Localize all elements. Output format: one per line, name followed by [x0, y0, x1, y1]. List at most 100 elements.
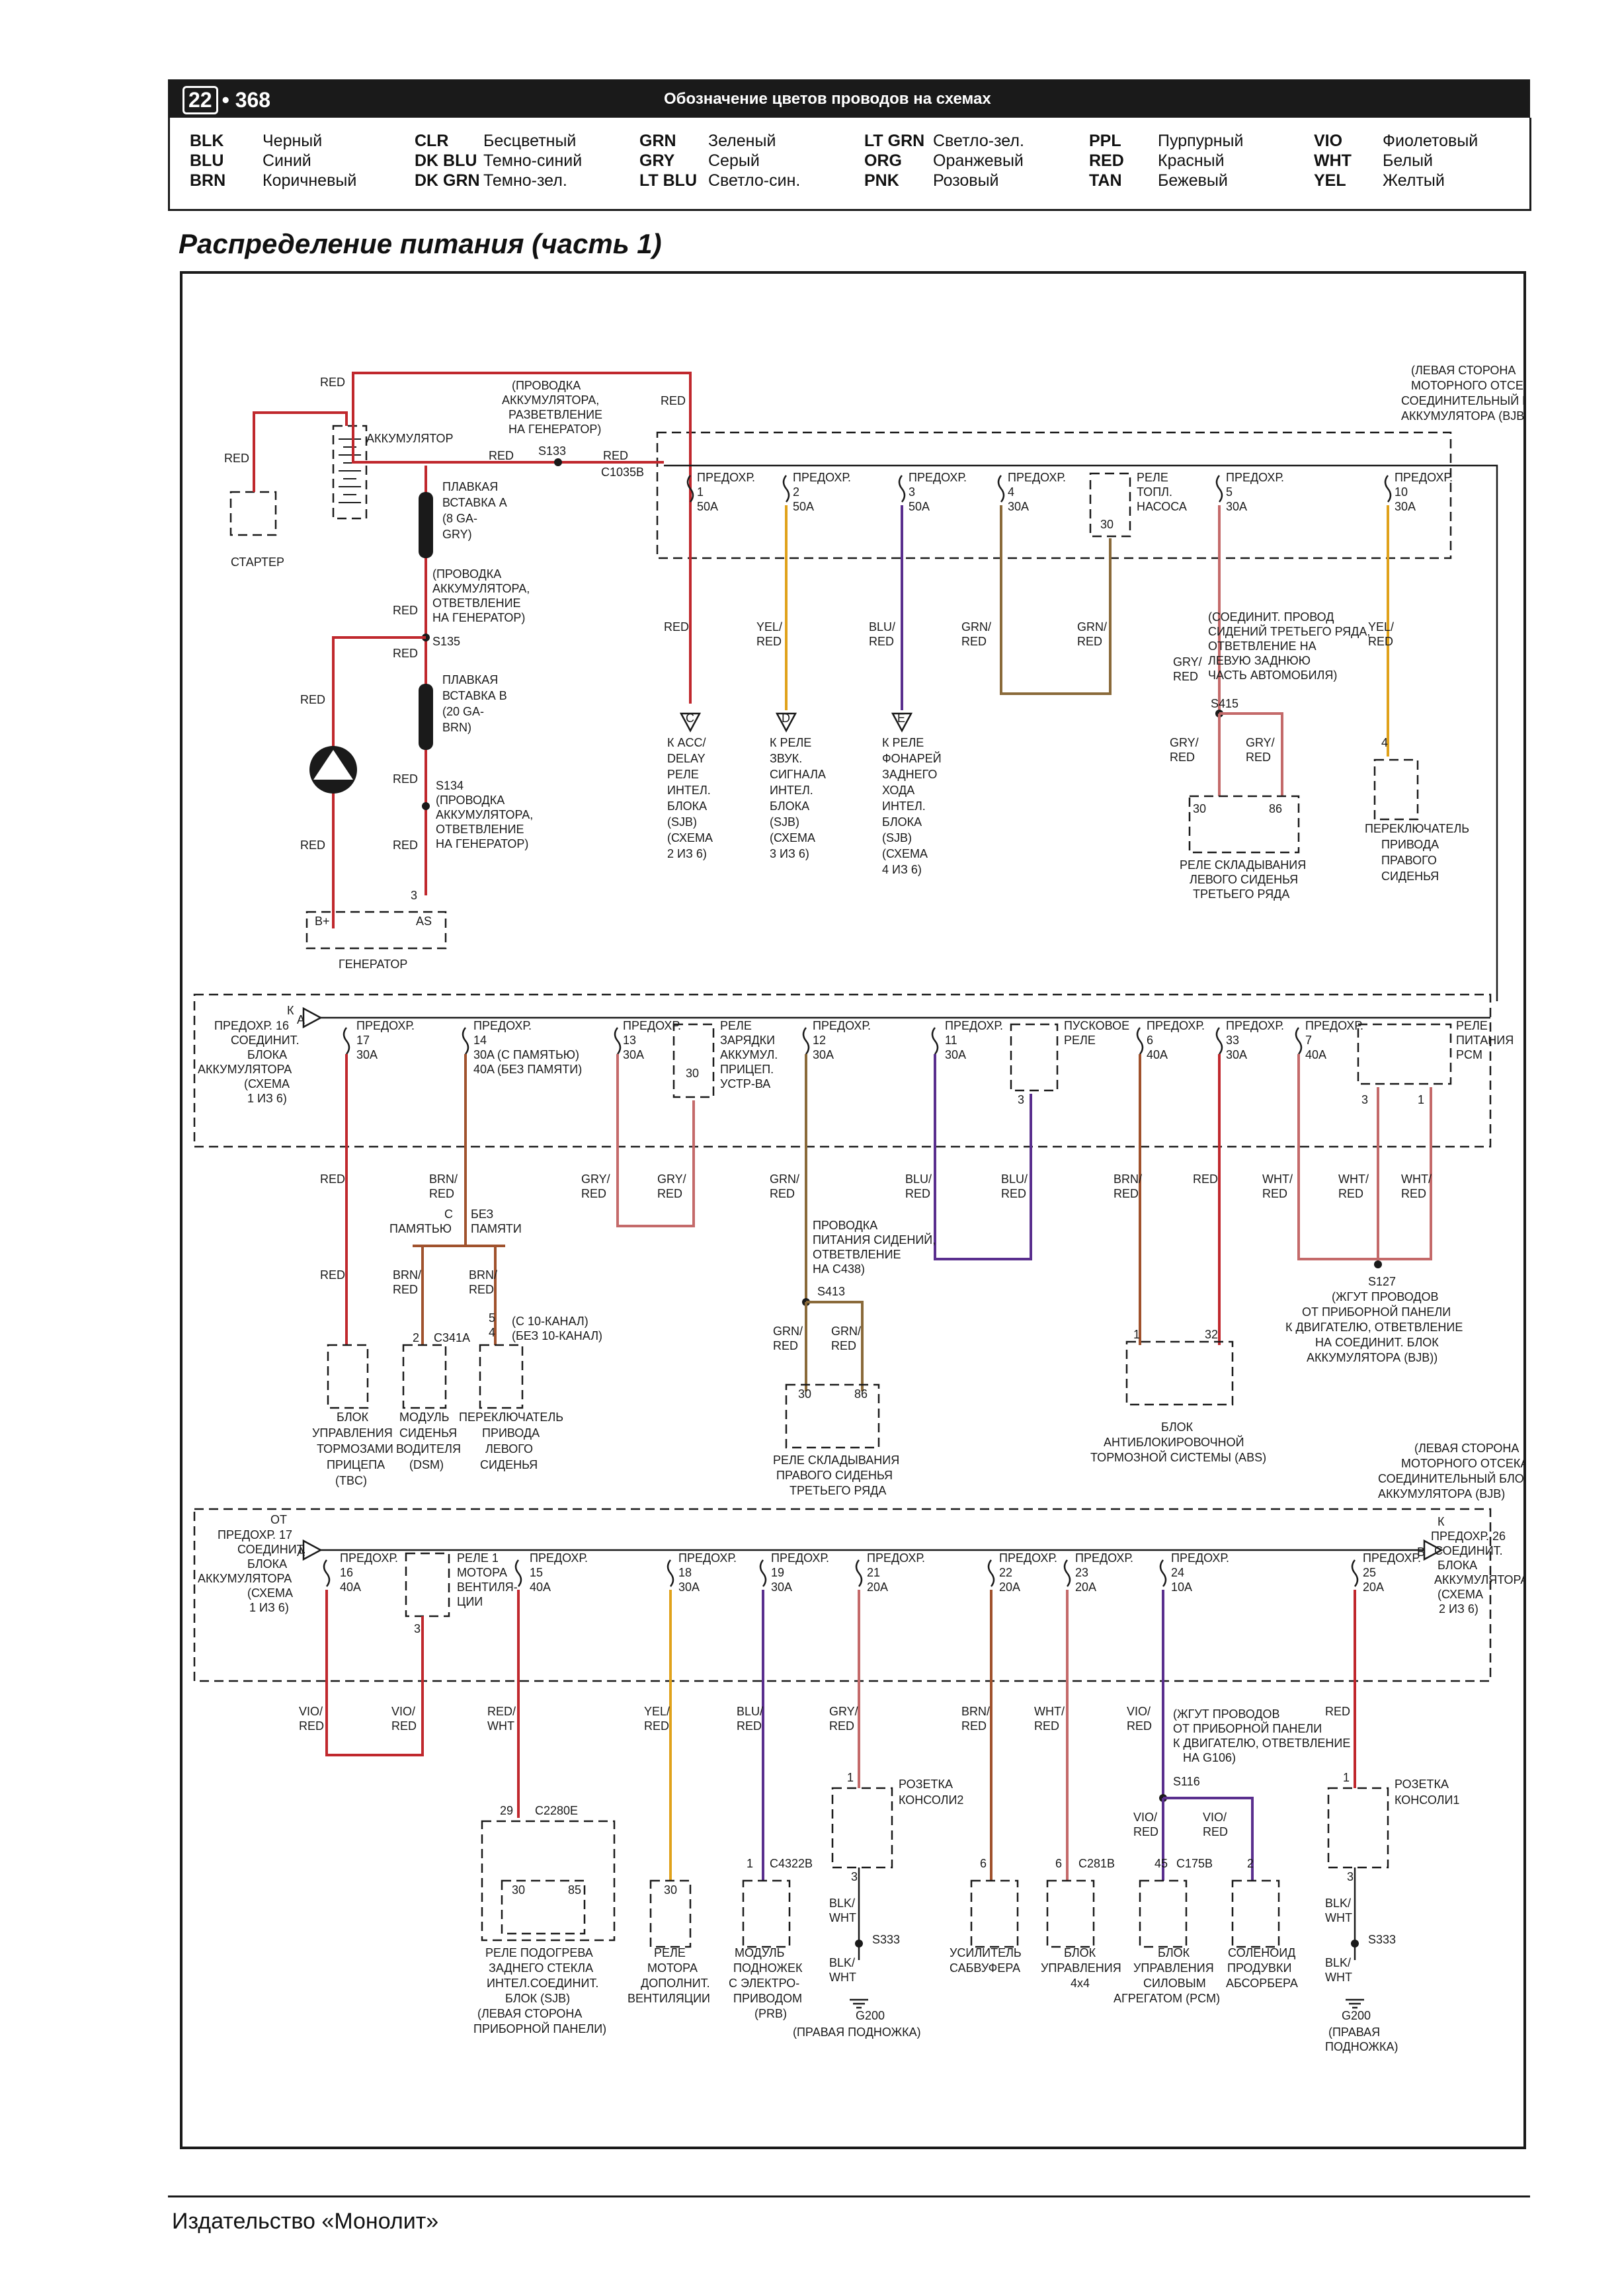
diagram-label: ПРЕДОХР.	[1226, 1019, 1284, 1032]
diagram-label: АНТИБЛОКИРОВОЧНОЙ	[1104, 1435, 1244, 1449]
legend-code: TAN	[1089, 171, 1122, 190]
diagram-label: СОЕДИНИТ.	[1434, 1544, 1503, 1557]
diagram-label: 1 ИЗ 6)	[247, 1092, 287, 1105]
diagram-label: СТАРТЕР	[231, 555, 284, 569]
diagram-label: 30	[512, 1883, 525, 1897]
diagram-label: ПРЕДОХР.	[1363, 1551, 1421, 1565]
diagram-label: 30	[686, 1067, 699, 1080]
diagram-label: 4	[489, 1326, 495, 1339]
footer-rule	[168, 2195, 1530, 2197]
diagram-label: RED	[1338, 1187, 1363, 1200]
battery-cells	[339, 438, 361, 503]
legend-color-name: Синий	[263, 151, 311, 170]
diagram-label: СИДЕНИЙ ТРЕТЬЕГО РЯДА,	[1208, 624, 1370, 638]
diagram-label: ОТВЕТВЛЕНИЕ	[813, 1248, 901, 1261]
diagram-label: 30A (С ПАМЯТЬЮ)	[473, 1048, 579, 1061]
diagram-label: ВЕНТИЛЯЦИИ	[628, 1992, 710, 2005]
dashed-block-outline	[1010, 1023, 1059, 1092]
diagram-label: 86	[854, 1387, 868, 1401]
diagram-label: VIO/	[1133, 1811, 1157, 1824]
diagram-label: 14	[473, 1034, 487, 1047]
diagram-label: ПРЕДОХР.	[771, 1551, 829, 1565]
dashed-block-outline	[1327, 1787, 1389, 1869]
diagram-label: РЕЛЕ	[654, 1946, 686, 1959]
diagram-label: К	[1438, 1515, 1445, 1528]
diagram-label: ТОРМОЗАМИ	[317, 1442, 393, 1456]
ground-point-glyph	[313, 750, 353, 780]
legend-color-name: Светло-син.	[708, 171, 801, 190]
fuse-symbol	[1159, 1559, 1167, 1587]
legend-code: GRN	[639, 132, 676, 150]
bus-line	[664, 464, 1498, 1001]
diagram-label: S413	[817, 1285, 845, 1298]
diagram-label: К ДВИГАТЕЛЮ, ОТВЕТВЛЕНИЕ	[1173, 1737, 1350, 1750]
diagram-label: 5	[1226, 485, 1233, 499]
dashed-block-outline	[1357, 1023, 1452, 1085]
diagram-label: BLU/	[737, 1705, 763, 1718]
legend-code: LT GRN	[864, 132, 925, 150]
diagram-label: (8 GA-	[442, 512, 477, 525]
diagram-label: B	[1417, 1545, 1425, 1559]
diagram-label: УСТР-ВА	[720, 1077, 770, 1090]
diagram-label: ПИТАНИЯ СИДЕНИЙ,	[813, 1233, 936, 1247]
dashed-block-outline	[405, 1552, 450, 1618]
diagram-label: RED	[300, 839, 325, 852]
diagram-label: БЛОК	[1158, 1946, 1190, 1959]
diagram-label: 7	[1305, 1034, 1312, 1047]
diagram-label: ДОПОЛНИТ.	[641, 1977, 710, 1990]
diagram-label: ПИТАНИЯ	[1456, 1034, 1514, 1047]
diagram-label: 19	[771, 1566, 784, 1579]
diagram-label: НА ГЕНЕРАТОР)	[432, 611, 525, 624]
diagram-label: ПРИБОРНОЙ ПАНЕЛИ)	[473, 2022, 606, 2035]
diagram-label: GRN/	[773, 1325, 803, 1338]
diagram-label: УСИЛИТЕЛЬ	[950, 1946, 1022, 1959]
diagram-label: ТОРМОЗНОЙ СИСТЕМЫ (ABS)	[1090, 1450, 1266, 1464]
ground-symbol	[850, 1998, 868, 2009]
diagram-label: 50A	[697, 500, 718, 513]
diagram-label: ПОДНОЖКА)	[1325, 2040, 1398, 2053]
diagram-label: ОТ	[270, 1513, 287, 1526]
diagram-label: НА ГЕНЕРАТОР)	[508, 423, 601, 436]
fusible-link	[419, 684, 433, 750]
diagram-label: С ЭЛЕКТРО-	[729, 1977, 799, 1990]
diagram-label: ПРЕДОХР.	[473, 1019, 532, 1032]
dashed-block-outline	[479, 1344, 524, 1409]
diagram-label: RED	[1001, 1187, 1026, 1200]
diagram-label: ПЕРЕКЛЮЧАТЕЛЬ	[1365, 822, 1469, 835]
diagram-label: GRN/	[770, 1172, 799, 1186]
diagram-label: 3	[1361, 1093, 1368, 1106]
legend-color-name: Пурпурный	[1158, 132, 1244, 150]
diagram-label: RED	[299, 1719, 324, 1733]
diagram-label: БЛОК	[337, 1411, 369, 1424]
diagram-label: WHT	[829, 1911, 856, 1924]
diagram-label: C2280E	[535, 1804, 578, 1817]
diagram-label: (СХЕМА	[1438, 1588, 1483, 1601]
page-number-text: • 368	[222, 88, 271, 112]
diagram-label: 30A	[771, 1580, 792, 1594]
legend-color-name: Бесцветный	[483, 132, 577, 150]
diagram-label: BLU/	[905, 1172, 932, 1186]
diagram-label: GRN/	[831, 1325, 861, 1338]
diagram-label: ПРАВОГО	[1381, 854, 1437, 867]
diagram-label: ВОДИТЕЛЯ	[396, 1442, 461, 1456]
diagram-label: ВЕНТИЛЯ-	[457, 1580, 518, 1594]
splice-dot	[1374, 1260, 1382, 1268]
diagram-label: ОТВЕТВЛЕНИЕ НА	[1208, 639, 1316, 653]
diagram-label: S333	[1368, 1933, 1396, 1946]
legend-code: VIO	[1314, 132, 1343, 150]
diagram-label: RED	[905, 1187, 930, 1200]
legend-color-name: Коричневый	[263, 171, 357, 190]
diagram-label: RED	[393, 604, 418, 617]
legend-code: GRY	[639, 151, 675, 170]
diagram-label: BRN/	[429, 1172, 458, 1186]
diagram-label: ПРЕДОХР.	[697, 471, 755, 484]
legend-color-name: Черный	[263, 132, 323, 150]
diagram-label: ПАМЯТИ	[471, 1222, 522, 1235]
diagram-label: МОТОРА	[457, 1566, 507, 1579]
dashed-block-outline	[1188, 795, 1300, 854]
diagram-label: БЛОК (SJB)	[505, 1992, 570, 2005]
dashed-block-outline	[672, 1023, 715, 1098]
diagram-label: GRY/	[1246, 736, 1275, 749]
diagram-label: ПРЕДОХР.	[867, 1551, 925, 1565]
diagram-label: RED	[1077, 635, 1102, 648]
